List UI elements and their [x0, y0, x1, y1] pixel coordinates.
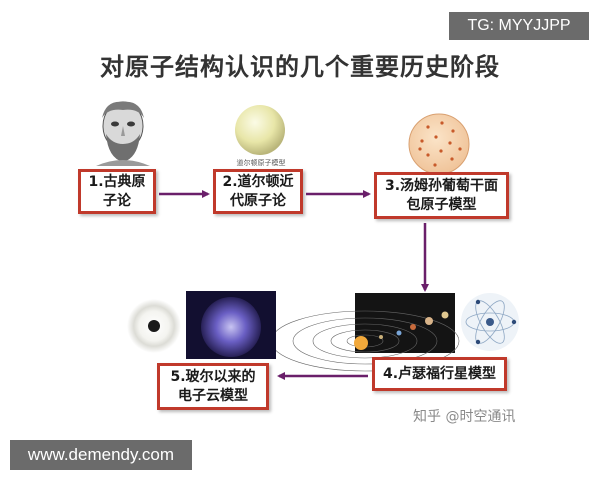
diagram-title: 对原子结构认识的几个重要历史阶段	[100, 53, 500, 81]
stage-5-label-line1: 5.玻尔以来的	[170, 368, 256, 385]
stage-4-label-line1: 4.卢瑟福行星模型	[382, 365, 497, 382]
rutherford-atom-image	[461, 293, 519, 351]
stage-3-box: 3.汤姆孙葡萄干面包原子模型	[374, 172, 509, 219]
stage-2-box: 2.道尔顿近代原子论	[213, 169, 303, 214]
stage-2-label-line1: 2.道尔顿近	[222, 173, 294, 190]
solar-system-image	[270, 293, 460, 372]
orbital-ring-image	[127, 299, 181, 353]
bust-image	[88, 98, 158, 166]
site-banner: www.demendy.com	[10, 440, 192, 470]
stage-2-label-line2: 代原子论	[230, 192, 286, 209]
stage-3-label-line2: 包原子模型	[406, 196, 477, 213]
stage-3-label-line1: 3.汤姆孙葡萄干面	[384, 177, 499, 194]
stage-5-box: 5.玻尔以来的电子云模型	[157, 363, 269, 410]
zhihu-watermark: 知乎 @时空通讯	[413, 409, 516, 425]
channel-tag: TG: MYYJJPP	[449, 12, 589, 40]
stage-1-label-line1: 1.古典原	[88, 173, 146, 190]
stage-5-label-line2: 电子云模型	[178, 387, 248, 404]
dalton-caption: 道尔顿原子模型	[236, 159, 286, 167]
dalton-sphere-image	[235, 105, 285, 155]
stage-1-box: 1.古典原子论	[78, 169, 156, 214]
electron-cloud-image	[186, 291, 276, 359]
stage-4-box: 4.卢瑟福行星模型	[372, 357, 507, 391]
stage-1-label-line2: 子论	[103, 192, 131, 209]
